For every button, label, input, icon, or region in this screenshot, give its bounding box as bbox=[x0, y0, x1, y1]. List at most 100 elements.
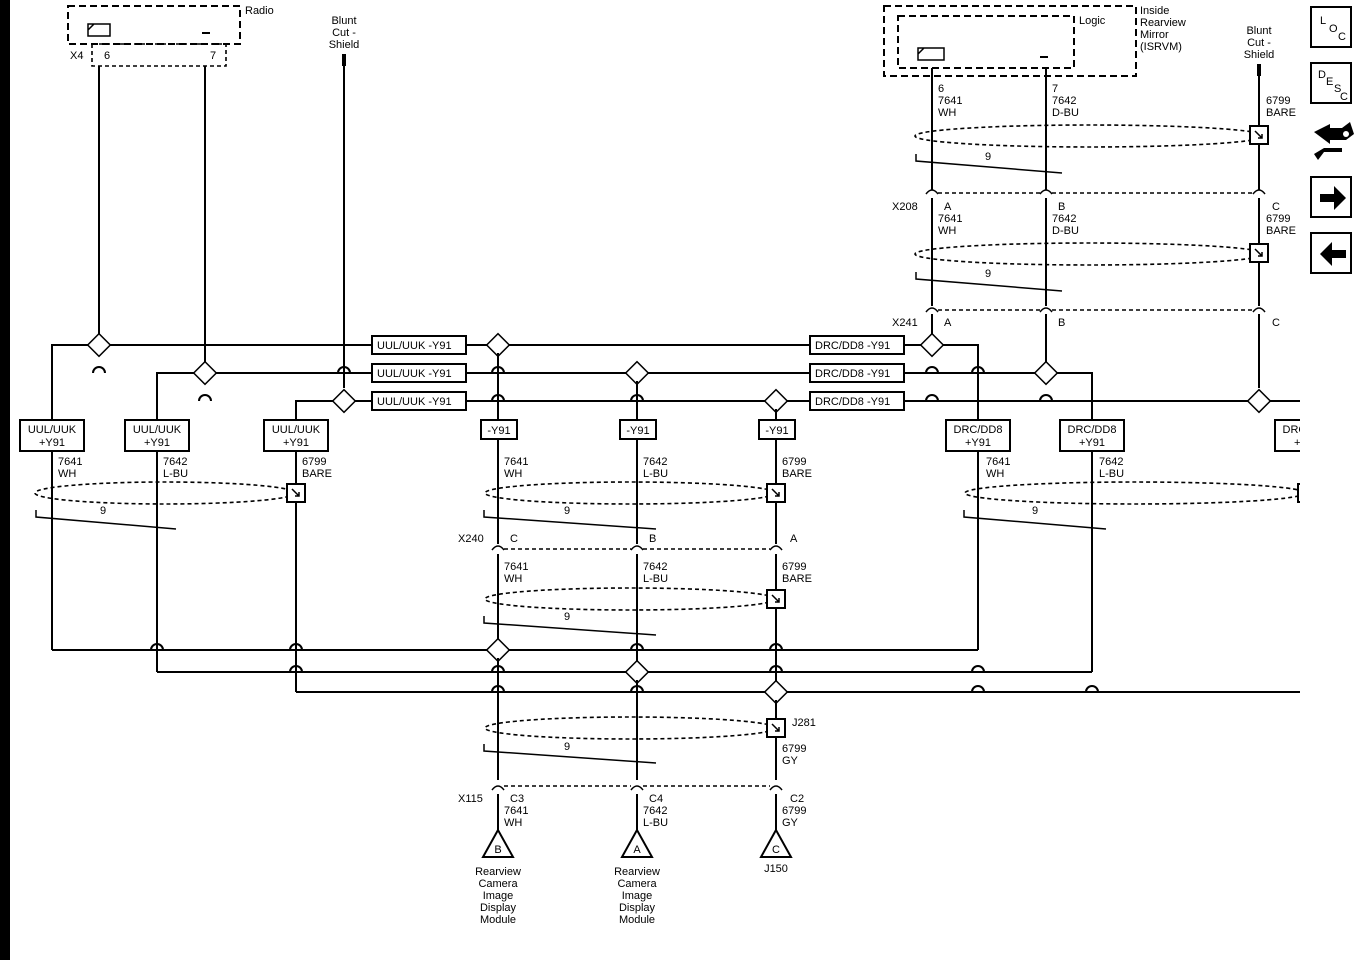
svg-text:-Y91: -Y91 bbox=[487, 425, 510, 437]
svg-text:D-BU: D-BU bbox=[1052, 107, 1079, 119]
radio-pin-6: 6 bbox=[104, 50, 110, 62]
svg-text:D: D bbox=[1318, 69, 1326, 81]
svg-text:B: B bbox=[1058, 201, 1065, 213]
svg-text:C: C bbox=[1272, 201, 1280, 213]
center-verticals-top bbox=[497, 353, 777, 420]
svg-text:7641: 7641 bbox=[938, 213, 962, 225]
svg-text:Image: Image bbox=[622, 890, 653, 902]
svg-text:C: C bbox=[1338, 31, 1346, 43]
svg-text:6: 6 bbox=[938, 83, 944, 95]
next-page-button[interactable] bbox=[1310, 176, 1352, 218]
svg-text:WH: WH bbox=[504, 468, 522, 480]
arrow-right-icon bbox=[1320, 186, 1346, 210]
svg-text:+Y91: +Y91 bbox=[965, 437, 991, 449]
svg-text:7642: 7642 bbox=[1099, 456, 1123, 468]
svg-text:Module: Module bbox=[619, 914, 655, 926]
desc-button[interactable]: D E S C bbox=[1310, 62, 1352, 104]
svg-text:B: B bbox=[494, 844, 501, 856]
x241-label: X241 bbox=[892, 317, 918, 329]
svg-text:+Y91: +Y91 bbox=[39, 437, 65, 449]
svg-text:L: L bbox=[1320, 15, 1326, 27]
svg-text:Blunt: Blunt bbox=[1246, 25, 1271, 37]
bus1-drc-label: DRC/DD8 -Y91 bbox=[815, 340, 890, 352]
left-edge-bar bbox=[0, 0, 10, 960]
svg-text:BARE: BARE bbox=[302, 468, 332, 480]
bus2-drc-label: DRC/DD8 -Y91 bbox=[815, 368, 890, 380]
svg-text:-Y91: -Y91 bbox=[765, 425, 788, 437]
isrvm-label-4: (ISRVM) bbox=[1140, 41, 1182, 53]
svg-text:A: A bbox=[633, 844, 641, 856]
bus3-drc-label: DRC/DD8 -Y91 bbox=[815, 396, 890, 408]
svg-text:BARE: BARE bbox=[1266, 107, 1296, 119]
radio-pin-7: 7 bbox=[210, 50, 216, 62]
loc-button[interactable]: L O C bbox=[1310, 6, 1352, 48]
isrvm-component: Logic Inside Rearview Mirror (ISRVM) bbox=[883, 5, 1186, 77]
svg-text:A: A bbox=[790, 533, 798, 545]
j281-label: J281 bbox=[792, 717, 816, 729]
svg-text:7642: 7642 bbox=[1052, 95, 1076, 107]
previous-page-button[interactable] bbox=[1310, 232, 1352, 274]
svg-text:+Y91: +Y91 bbox=[144, 437, 170, 449]
svg-text:C4: C4 bbox=[649, 793, 663, 805]
svg-text:GY: GY bbox=[782, 817, 799, 829]
svg-text:C: C bbox=[1272, 317, 1280, 329]
svg-text:7642: 7642 bbox=[643, 561, 667, 573]
blunt-label-2: Cut - bbox=[332, 27, 356, 39]
harness-connector-button[interactable] bbox=[1310, 114, 1356, 166]
svg-text:Display: Display bbox=[480, 902, 517, 914]
svg-text:B: B bbox=[1058, 317, 1065, 329]
svg-text:Camera: Camera bbox=[617, 878, 657, 890]
svg-text:9: 9 bbox=[564, 741, 570, 753]
svg-text:6799: 6799 bbox=[1266, 213, 1290, 225]
svg-text:A: A bbox=[944, 317, 952, 329]
svg-text:+Y91: +Y91 bbox=[1079, 437, 1105, 449]
svg-text:7641: 7641 bbox=[504, 456, 528, 468]
svg-text:7642: 7642 bbox=[643, 456, 667, 468]
desc-icon: D E S C bbox=[1318, 69, 1348, 103]
svg-text:7641: 7641 bbox=[58, 456, 82, 468]
svg-text:WH: WH bbox=[986, 468, 1004, 480]
isrvm-label-3: Mirror bbox=[1140, 29, 1169, 41]
svg-text:UUL/UUK: UUL/UUK bbox=[272, 424, 321, 436]
x115-label: X115 bbox=[458, 793, 483, 805]
svg-text:S: S bbox=[1334, 83, 1341, 95]
bus3-uul-label: UUL/UUK -Y91 bbox=[377, 396, 452, 408]
x240-label: X240 bbox=[458, 533, 484, 545]
svg-text:L-BU: L-BU bbox=[643, 817, 668, 829]
svg-text:UUL/UUK: UUL/UUK bbox=[28, 424, 77, 436]
svg-text:WH: WH bbox=[58, 468, 76, 480]
svg-text:A: A bbox=[944, 201, 952, 213]
svg-text:DRC/DD8: DRC/DD8 bbox=[954, 424, 1003, 436]
svg-text:WH: WH bbox=[504, 817, 522, 829]
wiring-connector-icon bbox=[1314, 122, 1354, 160]
blunt-cut-shield-left: Blunt Cut - Shield bbox=[329, 15, 360, 66]
bus-splices bbox=[86, 332, 1272, 414]
svg-text:7: 7 bbox=[1052, 83, 1058, 95]
svg-text:-Y91: -Y91 bbox=[626, 425, 649, 437]
bottom-wires: J281 9 6799 GY X115 C3 C4 C2 7641 WH 764… bbox=[458, 658, 816, 926]
svg-text:Cut -: Cut - bbox=[1247, 37, 1271, 49]
bus1-uul-label: UUL/UUK -Y91 bbox=[377, 340, 452, 352]
svg-text:7641: 7641 bbox=[504, 805, 528, 817]
blunt-label-3: Shield bbox=[329, 39, 360, 51]
destination-triangle-b bbox=[481, 827, 515, 858]
svg-text:BARE: BARE bbox=[782, 468, 812, 480]
logic-label: Logic bbox=[1079, 15, 1106, 27]
isrvm-label-1: Inside bbox=[1140, 5, 1169, 17]
svg-text:+Y91: +Y91 bbox=[283, 437, 309, 449]
svg-text:9: 9 bbox=[100, 505, 106, 517]
svg-text:Display: Display bbox=[619, 902, 656, 914]
svg-text:9: 9 bbox=[985, 268, 991, 280]
lower-bus-lines bbox=[52, 637, 1300, 705]
svg-text:L-BU: L-BU bbox=[643, 573, 668, 585]
svg-text:6799: 6799 bbox=[782, 561, 806, 573]
svg-text:Camera: Camera bbox=[478, 878, 518, 890]
svg-text:UUL/UUK: UUL/UUK bbox=[133, 424, 182, 436]
svg-text:WH: WH bbox=[938, 107, 956, 119]
svg-text:6799: 6799 bbox=[782, 805, 806, 817]
svg-text:7642: 7642 bbox=[643, 805, 667, 817]
svg-text:6799: 6799 bbox=[1266, 95, 1290, 107]
svg-text:6799: 6799 bbox=[302, 456, 326, 468]
svg-text:GY: GY bbox=[782, 755, 799, 767]
svg-text:L-BU: L-BU bbox=[643, 468, 668, 480]
